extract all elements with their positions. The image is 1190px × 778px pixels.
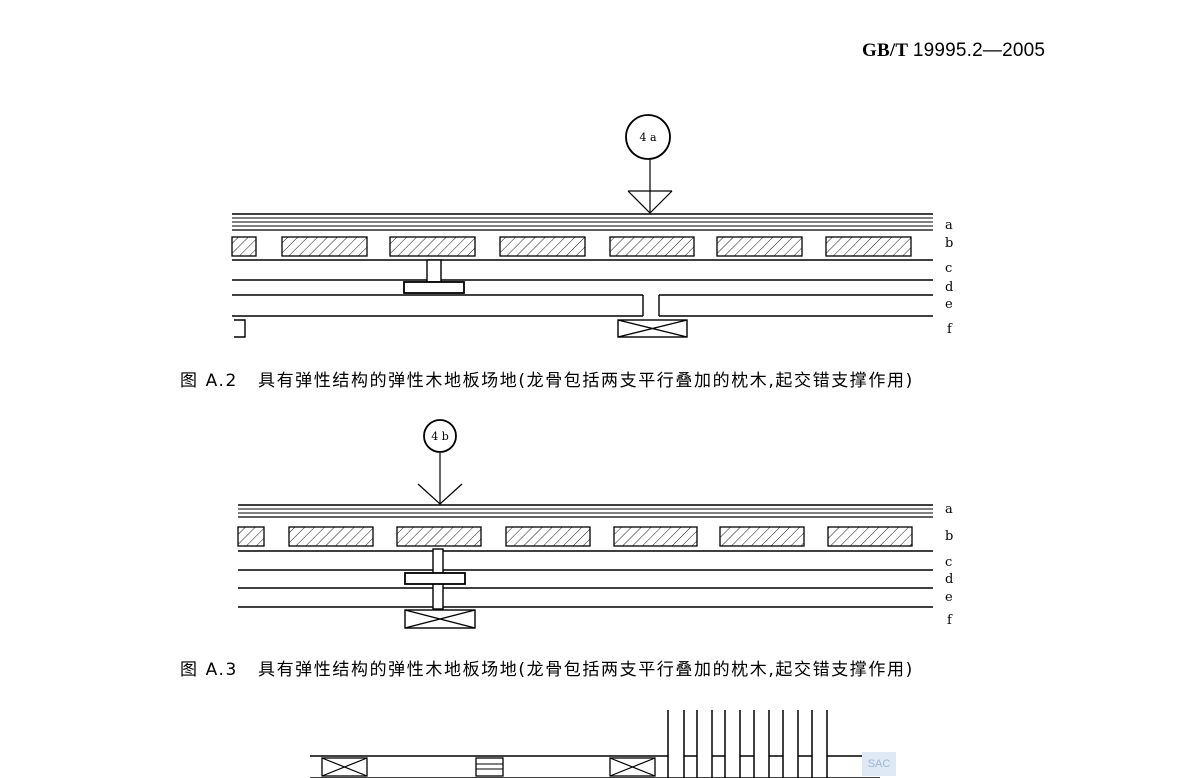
- layer-label-e: e: [945, 297, 953, 312]
- figure-a2-drawing: 4 a: [231, 114, 953, 338]
- board-layer-c3: [238, 548, 933, 610]
- layer-label-f: f: [947, 322, 953, 337]
- layer-label-d: d: [945, 280, 953, 295]
- layer-label-c3: c: [945, 555, 952, 570]
- standard-prefix: GB/T: [862, 40, 908, 61]
- layer-label-b: b: [945, 236, 953, 251]
- figure-a2-number: 图 A.2: [180, 371, 238, 391]
- surface-layer-a3: [238, 504, 933, 518]
- layer-label-b3: b: [945, 529, 953, 544]
- layer-label-f3: f: [947, 613, 953, 628]
- surface-layer-a: [232, 213, 933, 231]
- batten-row-b: [231, 236, 912, 257]
- figure-a3-caption: 图 A.3 具有弹性结构的弹性木地板场地(龙骨包括两支平行叠加的枕木,起交错支撑作…: [180, 655, 914, 680]
- figure-a3-number: 图 A.3: [180, 660, 238, 680]
- layer-labels-a3: a b c d e f: [945, 502, 953, 628]
- marker-label-4b: 4 b: [431, 430, 449, 443]
- watermark-logo: SAC: [862, 752, 896, 776]
- figure-a3-caption-text: 具有弹性结构的弹性木地板场地(龙骨包括两支平行叠加的枕木,起交错支撑作用): [257, 660, 914, 680]
- base-block-f3: [404, 609, 476, 629]
- base-block-f: [617, 319, 688, 338]
- layer-label-e3: e: [945, 590, 953, 605]
- board-layer-c: [232, 259, 933, 294]
- figure-a4-partial-drawing: [310, 710, 880, 778]
- load-marker-4b: 4 b: [417, 419, 463, 505]
- layer-label-a: a: [945, 218, 953, 233]
- batten-row-b3: [237, 526, 913, 547]
- layer-label-d3: d: [945, 572, 953, 587]
- standard-number-value: 19995.2—2005: [912, 40, 1046, 61]
- layer-label-c: c: [945, 261, 952, 276]
- figure-a2-caption-text: 具有弹性结构的弹性木地板场地(龙骨包括两支平行叠加的枕木,起交错支撑作用): [257, 371, 914, 391]
- layer-label-a3: a: [945, 502, 953, 517]
- layer-labels-a2: a b c d e f: [945, 218, 953, 337]
- marker-label-4a: 4 a: [639, 131, 656, 144]
- figure-a3-drawing: 4 b: [237, 419, 953, 629]
- sleeper-layer-e: [232, 294, 933, 338]
- load-marker-4a: 4 a: [625, 114, 673, 214]
- figure-a2-caption: 图 A.2 具有弹性结构的弹性木地板场地(龙骨包括两支平行叠加的枕木,起交错支撑作…: [180, 366, 914, 391]
- standard-number: GB/T 19995.2—2005: [862, 40, 1045, 62]
